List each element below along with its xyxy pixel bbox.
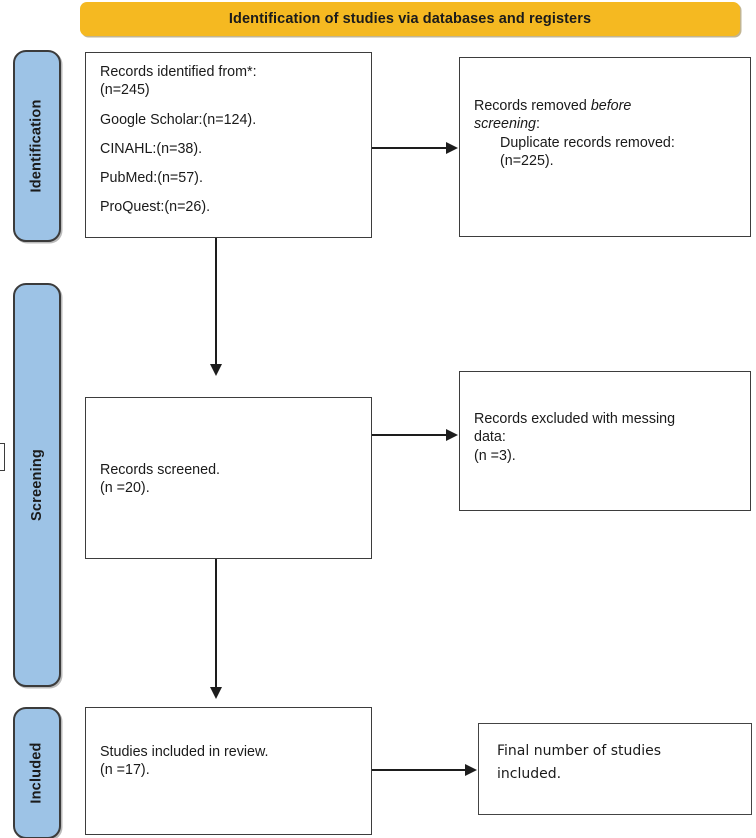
source-pubmed: PubMed:(n=57). <box>100 170 203 187</box>
stage-label-included: Included <box>13 707 61 838</box>
node-records-excluded: Records excluded with messing data: (n =… <box>459 371 751 511</box>
arrow-head-down-icon <box>209 364 222 376</box>
studies-included-count: (n =17). <box>100 762 150 779</box>
source-proquest: ProQuest:(n=26). <box>100 199 211 216</box>
studies-included-label: Studies included in review. <box>100 744 269 760</box>
arrow-shaft <box>372 147 448 149</box>
arrow-shaft <box>372 769 467 771</box>
records-excluded-line1: Records excluded with messing <box>474 411 676 427</box>
node-records-removed-body: Records removed before screening: Duplic… <box>474 97 740 170</box>
duplicate-records-removed-label: Duplicate records removed: <box>500 134 675 151</box>
duplicate-records-removed-count: (n=225). <box>500 152 554 169</box>
node-final-number-of-studies: Final number of studies included. <box>478 723 752 815</box>
node-records-excluded-body: Records excluded with messing data: (n =… <box>474 410 740 465</box>
records-removed-line1: Records removed before <box>474 97 740 115</box>
records-removed-line2: screening: <box>474 115 740 133</box>
stage-label-identification: Identification <box>13 50 61 242</box>
node-final-number-body: Final number of studies included. <box>497 740 741 785</box>
node-studies-included-body: Studies included in review. (n =17). <box>100 743 361 780</box>
source-cinahl: CINAHL:(n=38). <box>100 140 203 157</box>
arrow-shaft <box>372 434 448 436</box>
arrow-head-right-icon <box>465 763 477 776</box>
arrow-head-right-icon <box>446 141 458 154</box>
records-screened-label: Records screened. <box>100 462 220 478</box>
arrow-head-right-icon <box>446 428 458 441</box>
node-studies-included: Studies included in review. (n =17). <box>85 707 372 835</box>
diagram-header-banner: Identification of studies via databases … <box>80 2 740 36</box>
node-records-screened: Records screened. (n =20). <box>85 397 372 559</box>
records-removed-line1-italic: before <box>590 98 632 114</box>
cropped-box-edge-artifact <box>0 443 5 471</box>
stage-label-screening: Screening <box>13 283 61 687</box>
node-records-screened-body: Records screened. (n =20). <box>100 461 361 498</box>
final-number-line2: included. <box>497 765 562 782</box>
records-identified-heading: Records identified from*: <box>100 64 257 80</box>
diagram-title: Identification of studies via databases … <box>228 11 592 27</box>
stage-label-identification-text: Identification <box>29 99 45 193</box>
records-removed-line2-italic: screening <box>474 116 536 133</box>
records-identified-total: (n=245) <box>100 82 150 99</box>
records-removed-line1-plain: Records removed <box>474 98 591 114</box>
records-removed-line2-plain: : <box>536 116 540 133</box>
arrow-head-down-icon <box>209 687 222 699</box>
stage-label-screening-text: Screening <box>29 449 46 521</box>
final-number-line1: Final number of studies <box>497 743 662 759</box>
arrow-shaft <box>215 238 217 366</box>
records-screened-count: (n =20). <box>100 480 150 497</box>
records-excluded-count: (n =3). <box>474 447 516 464</box>
records-excluded-line2: data: <box>474 429 506 446</box>
source-google-scholar: Google Scholar:(n=124). <box>100 111 257 128</box>
arrow-shaft <box>215 559 217 689</box>
node-records-identified: Records identified from*: (n=245) Google… <box>85 52 372 238</box>
stage-label-included-text: Included <box>29 742 45 804</box>
node-records-removed: Records removed before screening: Duplic… <box>459 57 751 237</box>
node-records-identified-body: Records identified from*: (n=245) Google… <box>100 63 361 217</box>
